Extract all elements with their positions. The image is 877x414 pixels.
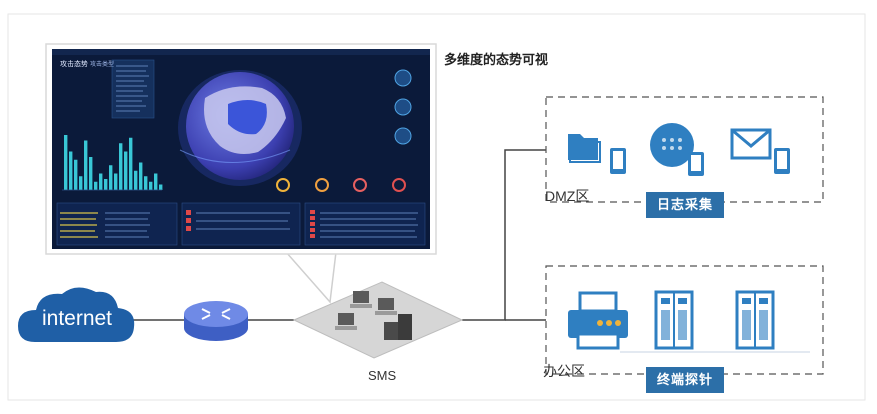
globe-icon xyxy=(650,123,704,176)
sms-label: SMS xyxy=(368,368,397,383)
mail-icon xyxy=(730,128,790,174)
office-zone-box xyxy=(545,265,824,375)
bar-9 xyxy=(104,179,108,190)
printer-icon xyxy=(568,291,628,350)
caption-text: 多维度的态势可视 xyxy=(444,52,549,67)
outer-frame xyxy=(7,13,866,401)
bar-14 xyxy=(129,137,133,190)
bar-8 xyxy=(99,173,103,190)
bar-12 xyxy=(119,143,123,190)
dashboard-screenshot xyxy=(45,43,437,255)
callout-pointer xyxy=(285,251,337,304)
network-links xyxy=(130,149,546,321)
bar-20 xyxy=(159,184,163,190)
folder-icon xyxy=(568,134,626,174)
bar-16 xyxy=(139,162,143,190)
bar-7 xyxy=(94,181,98,190)
bar-5 xyxy=(84,140,88,190)
internet-cloud-icon xyxy=(18,287,135,342)
log-collection-tag: 日志采集 xyxy=(646,192,724,218)
bar-6 xyxy=(89,157,93,190)
bar-18 xyxy=(149,181,153,190)
internet-label: internet xyxy=(41,307,113,330)
link-sms-dmz xyxy=(462,149,546,321)
router-icon xyxy=(184,301,248,341)
bar-15 xyxy=(134,170,138,190)
endpoint-probe-tag: 终端探针 xyxy=(646,367,724,393)
dashboard-title: 攻击态势 xyxy=(60,61,88,68)
dmz-zone-label: DMZ区 xyxy=(545,188,590,204)
bar-2 xyxy=(69,151,73,190)
bar-chart xyxy=(64,135,163,190)
server-rack-icon-2 xyxy=(735,290,775,350)
bar-19 xyxy=(154,173,158,190)
sms-server-icon xyxy=(292,281,464,359)
server-rack-icon xyxy=(654,290,694,350)
bar-13 xyxy=(124,151,128,190)
bar-3 xyxy=(74,159,78,190)
office-zone-label: 办公区 xyxy=(543,363,585,379)
bar-11 xyxy=(114,173,118,190)
bar-1 xyxy=(64,135,68,190)
bar-4 xyxy=(79,176,83,190)
bar-10 xyxy=(109,165,113,190)
dashboard-filter: 攻击类型 xyxy=(90,62,115,68)
bar-17 xyxy=(144,176,148,190)
